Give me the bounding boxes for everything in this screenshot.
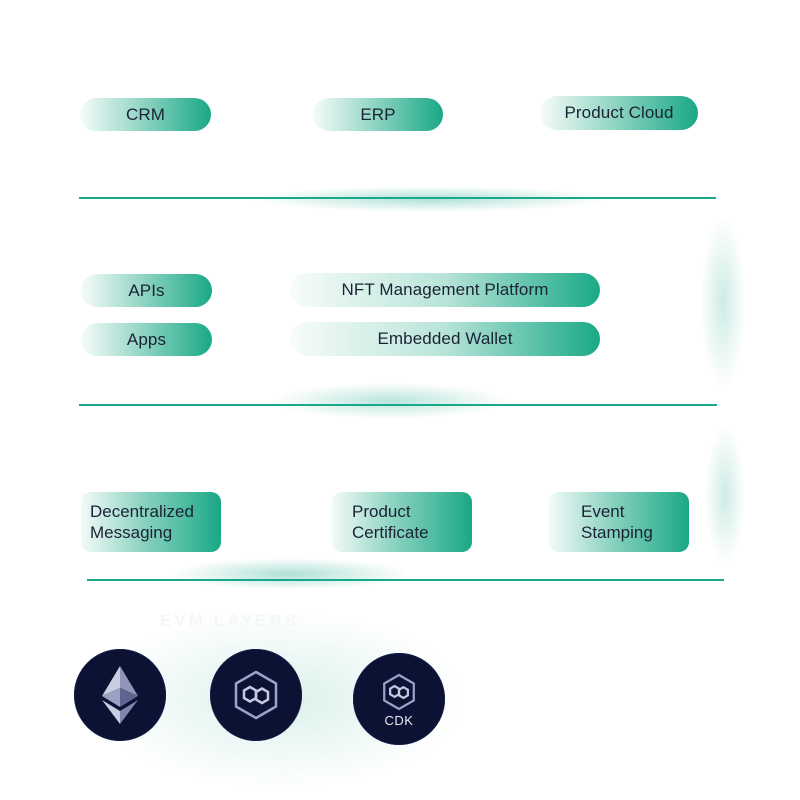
embedded-wallet-label: Embedded Wallet (377, 329, 513, 348)
embedded-wallet-pill: Embedded Wallet (290, 322, 600, 356)
erp-pill: ERP (313, 98, 443, 131)
product-certificate-box: Product Certificate (332, 492, 472, 552)
glow-bottom-divider (170, 558, 410, 590)
network-layer-title: EVM LAYERS (160, 611, 299, 630)
event-stamping-line1: Event (581, 502, 625, 521)
polygon-cdk-coin: CDK (353, 653, 445, 745)
glow-middle-divider (270, 383, 510, 419)
decentralized-messaging-box: Decentralized Messaging (81, 492, 221, 552)
ethereum-coin (74, 649, 166, 741)
polygon-cdk-icon (383, 673, 415, 711)
polygon-icon (234, 670, 278, 720)
glow-right-lower (705, 425, 745, 565)
apps-pill: Apps (81, 323, 212, 356)
divider-top (79, 197, 716, 199)
ethereum-icon (102, 666, 138, 724)
product-cloud-pill: Product Cloud (540, 96, 698, 130)
nft-management-platform-pill: NFT Management Platform (290, 273, 600, 307)
nft-management-platform-label: NFT Management Platform (341, 280, 549, 299)
cdk-label: CDK (384, 713, 414, 728)
glow-top-divider (250, 186, 610, 212)
divider-bottom (87, 579, 724, 581)
event-stamping-line2: Stamping (581, 523, 653, 542)
glow-right-upper (700, 215, 746, 390)
apis-label: APIs (128, 280, 165, 300)
apps-label: Apps (126, 329, 167, 349)
crm-label: CRM (125, 104, 165, 124)
product-cloud-label: Product Cloud (564, 103, 674, 122)
apis-pill: APIs (81, 274, 212, 307)
product-certificate-line1: Product (352, 502, 411, 521)
decentralized-messaging-line1: Decentralized (90, 502, 194, 521)
polygon-coin (210, 649, 302, 741)
decentralized-messaging-line2: Messaging (90, 523, 173, 542)
erp-label: ERP (360, 104, 396, 124)
product-certificate-line2: Certificate (352, 523, 429, 542)
divider-middle (79, 404, 717, 406)
crm-pill: CRM (80, 98, 211, 131)
event-stamping-box: Event Stamping (549, 492, 689, 552)
